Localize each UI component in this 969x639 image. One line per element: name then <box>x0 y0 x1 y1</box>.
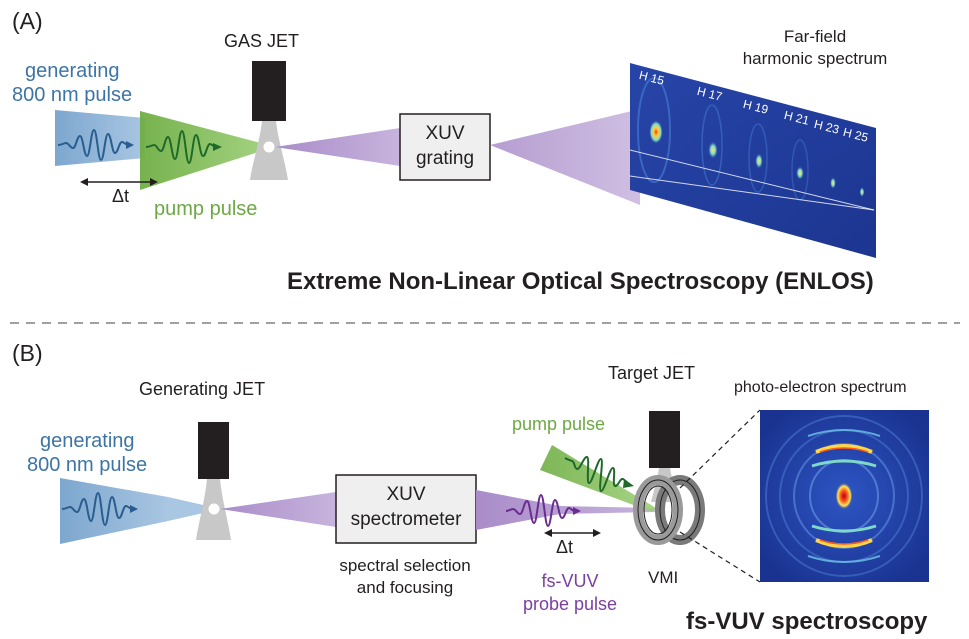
pes-label: photo-electron spectrum <box>734 379 907 396</box>
generating-beam-a <box>55 110 145 166</box>
gas-jet-a <box>252 61 286 121</box>
xuv-beam-a <box>275 128 400 166</box>
generating-arrowhead-a <box>126 141 134 149</box>
spectral-selection-line2: and focusing <box>356 578 454 597</box>
xuv-grating-label-line2: grating <box>415 148 475 169</box>
gas-jet-label: GAS JET <box>224 31 300 51</box>
generating-beam-b <box>60 478 168 544</box>
far-field-label-line2: harmonic spectrum <box>742 49 888 68</box>
panel-a-tag: (A) <box>12 8 43 34</box>
probe-pulse-label-line2: probe pulse <box>522 594 618 614</box>
harmonic-spot <box>859 187 865 197</box>
pump-pulse-label-b: pump pulse <box>512 414 606 434</box>
target-jet-label: Target JET <box>608 363 696 383</box>
delay-label-a: Δt <box>112 186 130 206</box>
harmonic-detector-screen <box>630 63 876 258</box>
vmi-label: VMI <box>648 568 679 587</box>
delay-label-b: Δt <box>556 537 574 557</box>
generating-label-a-line1: generating <box>25 60 120 82</box>
far-field-label-line1: Far-field <box>783 27 847 46</box>
target-jet-b <box>649 411 680 468</box>
harmonic-spot <box>708 141 718 159</box>
pump-beam-b <box>540 445 656 512</box>
generating-jet-b <box>198 422 229 479</box>
harmonic-spot <box>755 153 763 169</box>
harmonic-spot <box>796 166 804 180</box>
pump-arrowhead-a <box>213 143 222 151</box>
spectral-selection-line1: spectral selection <box>339 556 471 575</box>
pump-wave-a <box>145 129 217 165</box>
pump-beam-a <box>140 111 268 190</box>
harmonic-spot <box>830 177 836 189</box>
pump-pulse-label-a: pump pulse <box>154 198 258 220</box>
probe-wave-b <box>505 493 576 528</box>
generating-wave-a <box>57 128 129 162</box>
xuv-grating-label-line1: XUV <box>425 123 465 144</box>
xuv-grating-box <box>399 113 491 181</box>
generating-label-b-line2: 800 nm pulse <box>27 454 148 476</box>
xuv-spectrometer-box <box>335 474 477 544</box>
xuv-spectrometer-label-line2: spectrometer <box>350 509 462 530</box>
generating-arrowhead-b <box>130 505 138 513</box>
pump-wave-b <box>564 456 629 493</box>
harmonic-spot <box>649 120 663 144</box>
panel-a <box>55 61 876 258</box>
focus-spot-b <box>208 503 220 515</box>
panel-a-title: Extreme Non-Linear Optical Spectroscopy … <box>287 268 874 295</box>
generating-wave-b <box>61 491 133 527</box>
xuv-beam-b <box>220 492 336 527</box>
probe-pulse-label-line1: fs-VUV <box>541 571 599 591</box>
generating-jet-label: Generating JET <box>139 379 266 399</box>
xuv-spectrometer-label-line1: XUV <box>386 484 426 505</box>
probe-arrowhead-b <box>573 507 581 515</box>
panel-b-title: fs-VUV spectroscopy <box>686 608 928 635</box>
focus-spot-a <box>263 141 275 153</box>
generating-label-b-line1: generating <box>40 430 135 452</box>
pump-arrowhead-b <box>623 479 634 488</box>
panel-b <box>60 409 929 583</box>
panel-b-tag: (B) <box>12 340 43 366</box>
generating-label-a-line2: 800 nm pulse <box>12 84 133 106</box>
xuv-beam-to-detector <box>490 109 640 205</box>
